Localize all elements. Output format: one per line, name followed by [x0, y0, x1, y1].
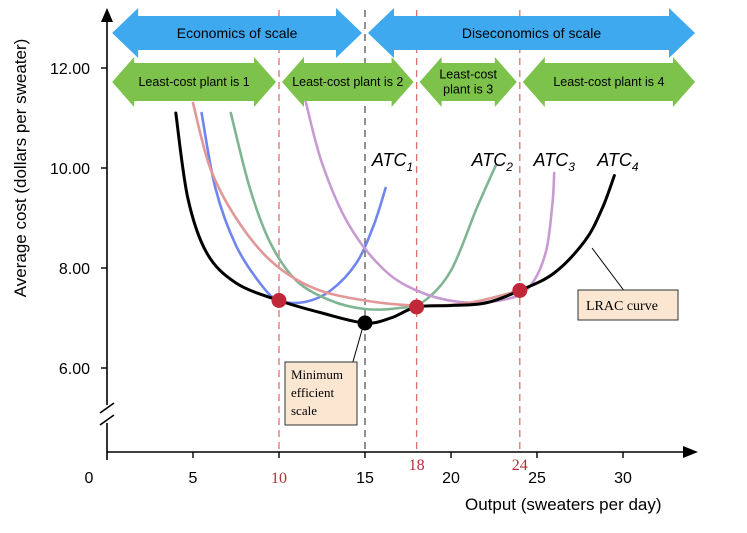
series-lrac-curve [174, 111, 616, 325]
x-axis-title: Output (sweaters per day) [465, 495, 662, 514]
scale-arrows: Economics of scale Diseconomics of scaleL… [112, 8, 695, 107]
x-tick-label-0: 0 [85, 470, 94, 487]
y-tick-label-6-00: 6.00 [59, 361, 90, 378]
x-tick-label-20: 20 [442, 470, 460, 487]
series-atc3-curve [303, 100, 556, 304]
arrow-label-least-cost-plant-is-3-line-1: Least-cost [439, 68, 497, 82]
x-extra-label-18: 18 [409, 457, 425, 474]
min-scale-line-2: efficient [291, 385, 334, 400]
x-tick-label-10: 10 [271, 470, 287, 487]
arrow-label-least-cost-plant-is-3-line-2: plant is 3 [443, 83, 493, 97]
lrac-label: LRAC curve [586, 299, 658, 314]
y-tick-label-8-00: 8.00 [59, 261, 90, 278]
arrow-economics-of-scale [112, 8, 362, 58]
lrac-label-box: LRAC curve [577, 247, 679, 321]
tangency-point-x-18 [409, 299, 425, 315]
x-tick-label-15: 15 [356, 470, 374, 487]
arrow-least-cost-plant-is-3 [419, 57, 517, 107]
tangency-points [271, 283, 528, 331]
curve-label-atc1: ATC1 [371, 150, 413, 174]
tangency-point-x-10 [271, 293, 287, 308]
min-scale-line-3: scale [291, 403, 317, 418]
axis-break-icon [98, 402, 116, 426]
x-extra-label-24: 24 [512, 457, 528, 474]
curve-label-atc3: ATC3 [533, 150, 576, 174]
min-efficient-scale-box: Minimum efficient scale [284, 329, 363, 426]
arrow-label-diseconomics-of-scale: Diseconomics of scale [462, 25, 601, 41]
arrow-diseconomics-of-scale [368, 8, 695, 58]
tick-labels: 6.00 8.00 10.00 12.00 0 5 10 15 20 25 30 18 24 [50, 61, 632, 487]
tangency-point-x-15 [357, 315, 373, 331]
x-tick-label-5: 5 [189, 470, 198, 487]
lrac-leader [591, 247, 626, 293]
x-tick-label-25: 25 [528, 470, 546, 487]
y-axis-title: Average cost (dollars per sweater) [11, 39, 30, 298]
curve-labels: ATC1 ATC2 ATC3 ATC4 [371, 150, 639, 174]
arrow-label-least-cost-plant-is-4-line-1: Least-cost plant is 4 [553, 75, 664, 89]
y-tick-label-12-00: 12.00 [50, 61, 90, 78]
curve-label-atc4: ATC4 [596, 150, 639, 174]
axes [98, 8, 698, 460]
arrow-label-least-cost-plant-is-1-line-1: Least-cost plant is 1 [138, 75, 249, 89]
arrow-least-cost-plant-is-2 [282, 57, 414, 107]
tangency-point-x-24 [512, 283, 528, 298]
arrow-least-cost-plant-is-1 [112, 57, 276, 107]
series-atc4-curve [191, 101, 522, 307]
arrow-label-least-cost-plant-is-2-line-1: Least-cost plant is 2 [292, 75, 403, 89]
arrow-least-cost-plant-is-4 [522, 57, 695, 107]
curve-label-atc2: ATC2 [471, 150, 514, 174]
x-tick-label-30: 30 [614, 470, 632, 487]
cost-curves [174, 100, 616, 325]
arrow-label-economics-of-scale: Economics of scale [177, 25, 298, 41]
min-scale-line-1: Minimum [291, 367, 343, 382]
y-tick-label-10-00: 10.00 [50, 161, 90, 178]
y-axis-arrowhead [101, 8, 113, 22]
x-axis-arrowhead [683, 446, 698, 458]
series-atc2-curve [229, 111, 497, 311]
